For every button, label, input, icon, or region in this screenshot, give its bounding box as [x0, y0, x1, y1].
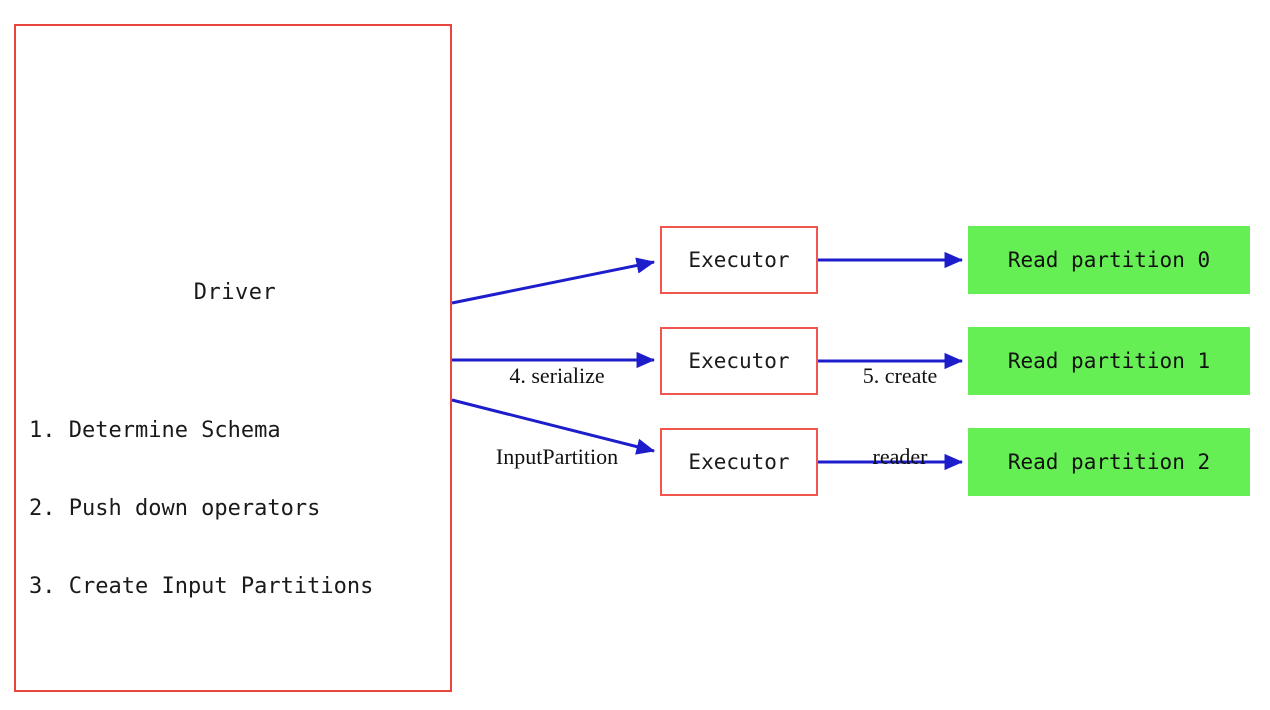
driver-step-2: 2. Push down operators: [29, 496, 321, 521]
driver-step-3: 3. Create Input Partitions: [29, 574, 374, 599]
partition-label-1: Read partition 1: [1007, 349, 1211, 373]
arrow-driver-to-executor-1: [451, 257, 656, 305]
partition-label-2: Read partition 2: [1007, 450, 1211, 474]
executor-label-3: Executor: [688, 450, 790, 474]
edge-label-create-reader-line1: 5. create: [862, 363, 938, 388]
edge-label-serialize: 4. serialize InputPartition: [457, 308, 657, 524]
driver-box: Driver 1. Determine Schema 2. Push down …: [14, 24, 452, 692]
driver-step-1: 1. Determine Schema: [29, 418, 281, 443]
driver-title: Driver: [193, 280, 277, 305]
edge-label-create-reader-line2: reader: [872, 444, 928, 469]
executor-label-1: Executor: [688, 248, 790, 272]
driver-steps-list: 1. Determine Schema 2. Push down operato…: [29, 366, 373, 652]
partition-box-1: Read partition 1: [968, 327, 1250, 395]
executor-label-2: Executor: [688, 349, 790, 373]
edge-label-serialize-line1: 4. serialize: [509, 363, 605, 388]
executor-box-2: Executor: [660, 327, 818, 395]
partition-box-0: Read partition 0: [968, 226, 1250, 294]
edge-label-create-reader: 5. create reader: [830, 308, 970, 524]
edge-label-serialize-line2: InputPartition: [495, 444, 619, 469]
partition-label-0: Read partition 0: [1007, 248, 1211, 272]
executor-box-3: Executor: [660, 428, 818, 496]
executor-box-1: Executor: [660, 226, 818, 294]
partition-box-2: Read partition 2: [968, 428, 1250, 496]
